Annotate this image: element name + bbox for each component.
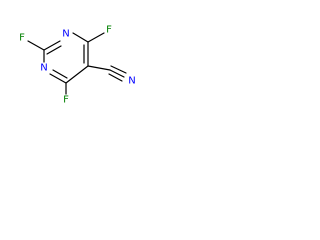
atom-n-nitrile: N [128, 76, 135, 87]
atom-f-bottom: F [63, 95, 69, 106]
bond-nitrile-1 [109, 69, 125, 78]
bond-nitrile-2 [110, 65, 127, 74]
bond-n3-c4-double [52, 69, 68, 79]
bond-n1-c6 [72, 32, 89, 43]
atom-f-top-right: F [106, 25, 112, 36]
bond-n3-c4 [49, 73, 67, 84]
bond-f-c2 [27, 40, 45, 51]
atom-f-top-left: F [19, 33, 25, 44]
pyrimidine-structure-diagram: F N F N F N [19, 25, 136, 106]
bonds [27, 32, 127, 95]
atom-n-lower: N [40, 63, 47, 74]
bond-c6-f [87, 32, 105, 43]
bond-c5-cn [87, 65, 111, 71]
atom-labels: F N F N F N [19, 25, 136, 106]
bond-c2-n1-double [46, 45, 62, 55]
atom-n-upper: N [62, 29, 69, 40]
bond-c4-c5 [65, 65, 89, 84]
bond-nitrile-3 [108, 73, 123, 82]
bond-c2-n1 [43, 40, 61, 51]
